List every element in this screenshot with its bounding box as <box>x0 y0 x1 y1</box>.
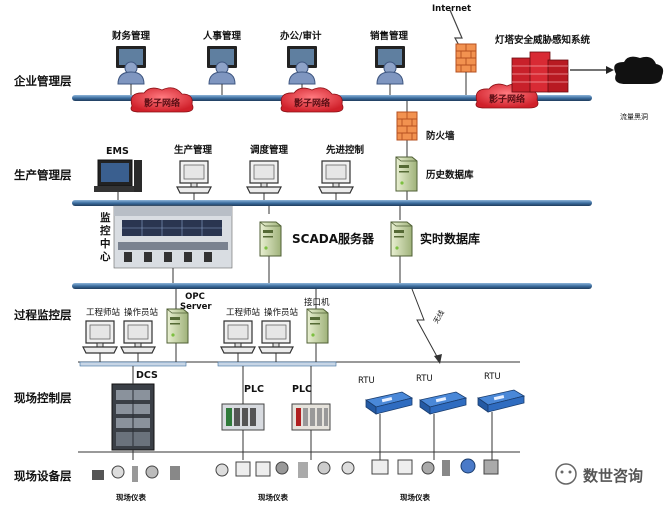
label-scada: SCADA服务器 <box>292 232 374 246</box>
hr-user-icon <box>206 45 238 85</box>
operator-station-pc-icon <box>258 320 294 354</box>
layer-label-process: 过程监控层 <box>14 308 72 322</box>
label-monitor-center: 监控中心 <box>100 212 111 263</box>
layer-label-field-control: 现场控制层 <box>14 391 72 405</box>
firewall-icon <box>396 111 418 141</box>
label-cloud-2: 影子网络 <box>294 99 331 109</box>
field-instruments-group-1 <box>92 465 180 482</box>
label-hr: 人事管理 <box>203 31 242 42</box>
operator-station-pc-icon <box>120 320 156 354</box>
label-cloud-1: 影子网络 <box>144 99 181 109</box>
interface-server-icon <box>306 308 329 344</box>
label-firewall: 防火墙 <box>426 131 455 142</box>
label-prod-mgmt: 生产管理 <box>174 145 213 156</box>
label-instruments-3: 现场仪表 <box>400 493 430 502</box>
label-dispatch: 调度管理 <box>250 145 289 156</box>
dcs-cabinet-icon <box>111 383 155 451</box>
label-internet: Internet <box>432 4 472 14</box>
scada-server-icon <box>259 221 282 257</box>
plc-segment-bus <box>217 361 337 367</box>
label-plc-2: PLC <box>292 384 312 395</box>
label-cloud-3: 影子网络 <box>489 95 526 105</box>
plc-module-icon <box>221 403 265 431</box>
label-dcs: DCS <box>136 370 158 381</box>
sales-user-icon <box>374 45 406 85</box>
label-instruments-1: 现场仪表 <box>116 493 146 502</box>
rtu-device-icon <box>419 391 467 415</box>
ems-workstation-icon <box>94 159 142 192</box>
label-rtu-1: RTU <box>358 376 375 386</box>
layer-label-production: 生产管理层 <box>14 168 72 182</box>
traffic-blackhole-icon <box>614 56 664 84</box>
shadow-network-cloud-icon <box>130 87 194 113</box>
label-plc-1: PLC <box>244 384 264 395</box>
layer-label-field-device: 现场设备层 <box>14 469 72 483</box>
realtime-db-server-icon <box>390 221 413 257</box>
monitor-bus <box>72 283 592 289</box>
field-instruments-group-3 <box>341 458 499 476</box>
label-rtu-3: RTU <box>484 372 501 382</box>
internet-firewall-icon <box>455 43 477 73</box>
monitoring-center-image <box>113 205 233 269</box>
watermark-text: 数世咨询 <box>583 467 644 485</box>
field-instruments-group-2 <box>215 461 331 478</box>
dispatch-mgmt-pc-icon <box>246 160 282 194</box>
rtu-device-icon <box>477 389 525 413</box>
engineer-station-pc-icon <box>220 320 256 354</box>
label-advanced: 先进控制 <box>326 145 365 156</box>
label-eng-station-1: 工程师站 <box>86 308 121 318</box>
dcs-segment-bus <box>79 361 187 367</box>
label-instruments-2: 现场仪表 <box>258 493 288 502</box>
engineer-station-pc-icon <box>82 320 118 354</box>
label-rtu-2: RTU <box>416 374 433 384</box>
advanced-control-pc-icon <box>318 160 354 194</box>
shadow-network-cloud-icon <box>280 87 344 113</box>
label-history-db: 历史数据库 <box>426 170 474 181</box>
production-mgmt-pc-icon <box>176 160 212 194</box>
label-op-station-1: 操作员站 <box>124 308 159 318</box>
label-office: 办公/审计 <box>280 31 322 42</box>
label-opc-server: OPC Server <box>180 292 212 312</box>
label-interface: 接口机 <box>304 298 330 308</box>
layer-label-enterprise: 企业管理层 <box>14 74 72 88</box>
finance-user-icon <box>115 45 147 85</box>
label-op-station-2: 操作员站 <box>264 308 299 318</box>
office-user-icon <box>286 45 318 85</box>
label-threat-system: 灯塔安全威胁感知系统 <box>495 35 591 46</box>
history-db-server-icon <box>395 156 418 192</box>
production-bus <box>72 200 592 206</box>
plc-module-icon <box>291 403 331 431</box>
label-finance: 财务管理 <box>112 31 151 42</box>
label-sales: 销售管理 <box>370 31 409 42</box>
opc-server-icon <box>166 308 189 344</box>
label-realtime-db: 实时数据库 <box>420 232 481 246</box>
wechat-logo-icon <box>555 463 577 485</box>
rtu-device-icon <box>365 391 413 415</box>
label-blackhole: 流量黑洞 <box>620 113 648 121</box>
label-ems: EMS <box>106 146 129 157</box>
label-eng-station-2: 工程师站 <box>226 308 261 318</box>
threat-perception-system-icon <box>511 51 569 93</box>
